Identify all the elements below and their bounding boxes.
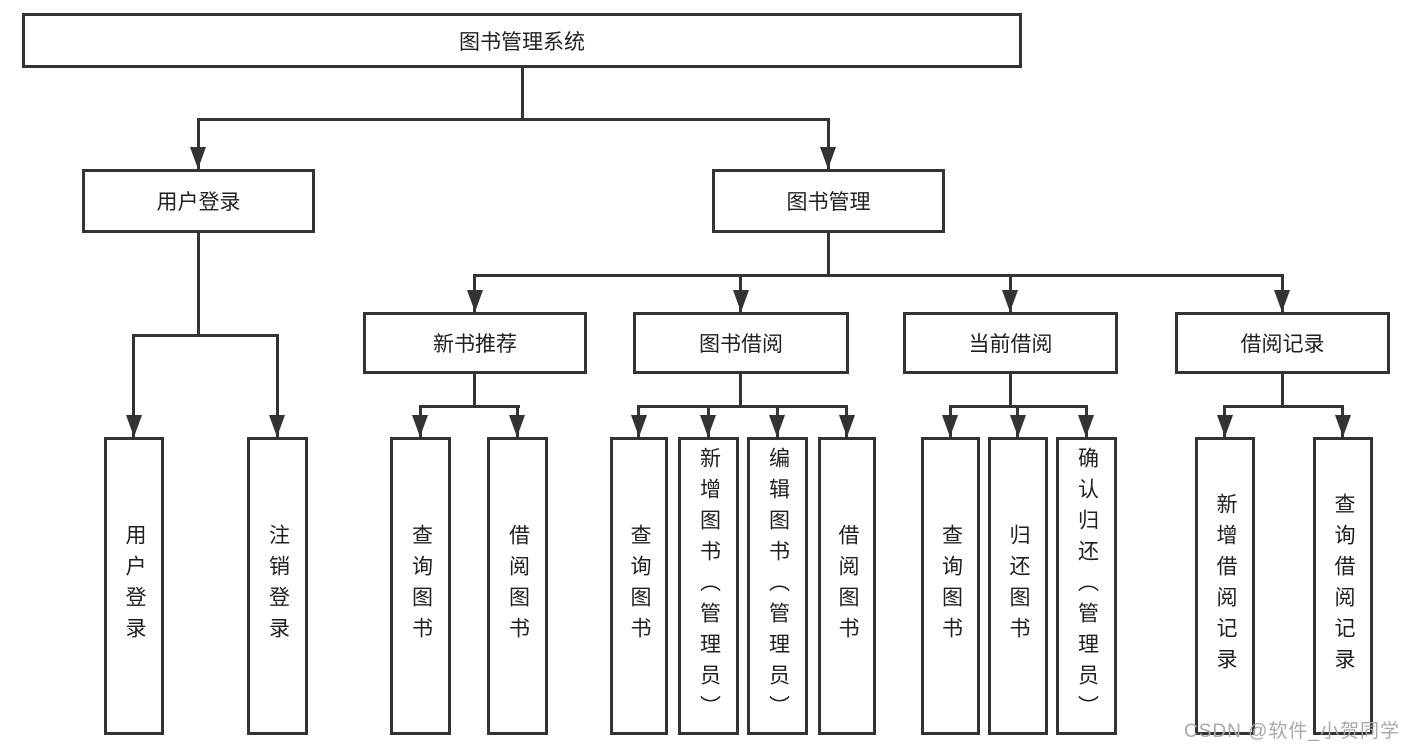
connector-line <box>739 374 742 408</box>
arrowhead-icon <box>631 415 647 437</box>
arrowhead-icon <box>942 415 958 437</box>
leaf-bb-edit: 编辑图书（管理员） <box>747 437 808 735</box>
connector-line <box>637 405 848 408</box>
node-label: 新增图书（管理员） <box>697 446 721 726</box>
arrowhead-icon <box>467 290 483 312</box>
arrowhead-icon <box>1010 415 1026 437</box>
node-root: 图书管理系统 <box>22 13 1022 68</box>
arrowhead-icon <box>1217 415 1233 437</box>
arrowhead-icon <box>269 415 285 437</box>
node-label: 当前借阅 <box>968 333 1053 356</box>
leaf-user-login: 用户登录 <box>104 437 164 735</box>
arrowhead-icon <box>412 415 428 437</box>
node-label: 新增借阅记录 <box>1214 493 1237 679</box>
node-label: 编辑图书（管理员） <box>766 446 790 726</box>
connector-line <box>1281 374 1284 408</box>
leaf-br-add: 新增借阅记录 <box>1195 437 1255 735</box>
connector-line <box>1223 405 1344 408</box>
leaf-nbr-borrow: 借阅图书 <box>487 437 548 735</box>
leaf-logout: 注销登录 <box>247 437 308 735</box>
leaf-cb-confirm: 确认归还（管理员） <box>1056 437 1117 735</box>
connector-line <box>197 233 200 337</box>
node-label: 图书管理 <box>786 191 871 214</box>
leaf-nbr-query: 查询图书 <box>390 437 451 735</box>
node-label: 查询借阅记录 <box>1332 493 1355 679</box>
connector-line <box>197 118 200 169</box>
leaf-br-query: 查询借阅记录 <box>1313 437 1373 735</box>
node-label: 查询图书 <box>628 524 651 648</box>
connector-line <box>827 233 830 277</box>
arrowhead-icon <box>1274 290 1290 312</box>
node-label: 图书管理系统 <box>459 30 585 54</box>
watermark: CSDN @软件_小贺同学 <box>1184 721 1400 742</box>
connector-line <box>827 118 830 169</box>
node-label: 借阅记录 <box>1240 333 1325 356</box>
leaf-bb-add: 新增图书（管理员） <box>678 437 739 735</box>
node-label: 查询图书 <box>409 524 433 648</box>
arrowhead-icon <box>700 415 716 437</box>
leaf-cb-return: 归还图书 <box>988 437 1048 735</box>
arrowhead-icon <box>1078 415 1094 437</box>
node-label: 借阅图书 <box>836 524 859 648</box>
node-label: 归还图书 <box>1007 524 1030 648</box>
node-current-borrow: 当前借阅 <box>903 312 1118 374</box>
node-new-book-rec: 新书推荐 <box>363 312 587 374</box>
arrowhead-icon <box>839 415 855 437</box>
node-label: 查询图书 <box>939 524 963 648</box>
connector-line <box>473 274 1283 277</box>
node-borrow-records: 借阅记录 <box>1175 312 1390 374</box>
leaf-cb-query: 查询图书 <box>921 437 980 735</box>
node-book-borrow: 图书借阅 <box>633 312 849 374</box>
connector-line <box>132 334 135 437</box>
node-user-login: 用户登录 <box>82 169 315 233</box>
node-label: 用户登录 <box>123 524 146 648</box>
arrowhead-icon <box>509 415 525 437</box>
node-label: 注销登录 <box>266 524 290 648</box>
leaf-bb-query: 查询图书 <box>610 437 668 735</box>
connector-line <box>197 118 830 121</box>
node-book-mgmt: 图书管理 <box>712 169 945 233</box>
arrowhead-icon <box>126 415 142 437</box>
arrowhead-icon <box>820 147 836 169</box>
node-label: 新书推荐 <box>433 333 517 356</box>
node-label: 图书借阅 <box>699 333 783 356</box>
connector-line <box>419 405 520 408</box>
node-label: 确认归还（管理员） <box>1075 446 1099 726</box>
arrowhead-icon <box>190 147 206 169</box>
connector-line <box>521 68 524 121</box>
connector-line <box>473 374 476 408</box>
connector-line <box>132 334 279 337</box>
connector-line <box>276 334 279 437</box>
arrowhead-icon <box>1002 290 1018 312</box>
leaf-bb-borrow: 借阅图书 <box>818 437 876 735</box>
node-label: 借阅图书 <box>506 524 530 648</box>
connector-line <box>1009 374 1012 408</box>
node-label: 用户登录 <box>156 191 241 214</box>
arrowhead-icon <box>733 290 749 312</box>
arrowhead-icon <box>1335 415 1351 437</box>
arrowhead-icon <box>769 415 785 437</box>
